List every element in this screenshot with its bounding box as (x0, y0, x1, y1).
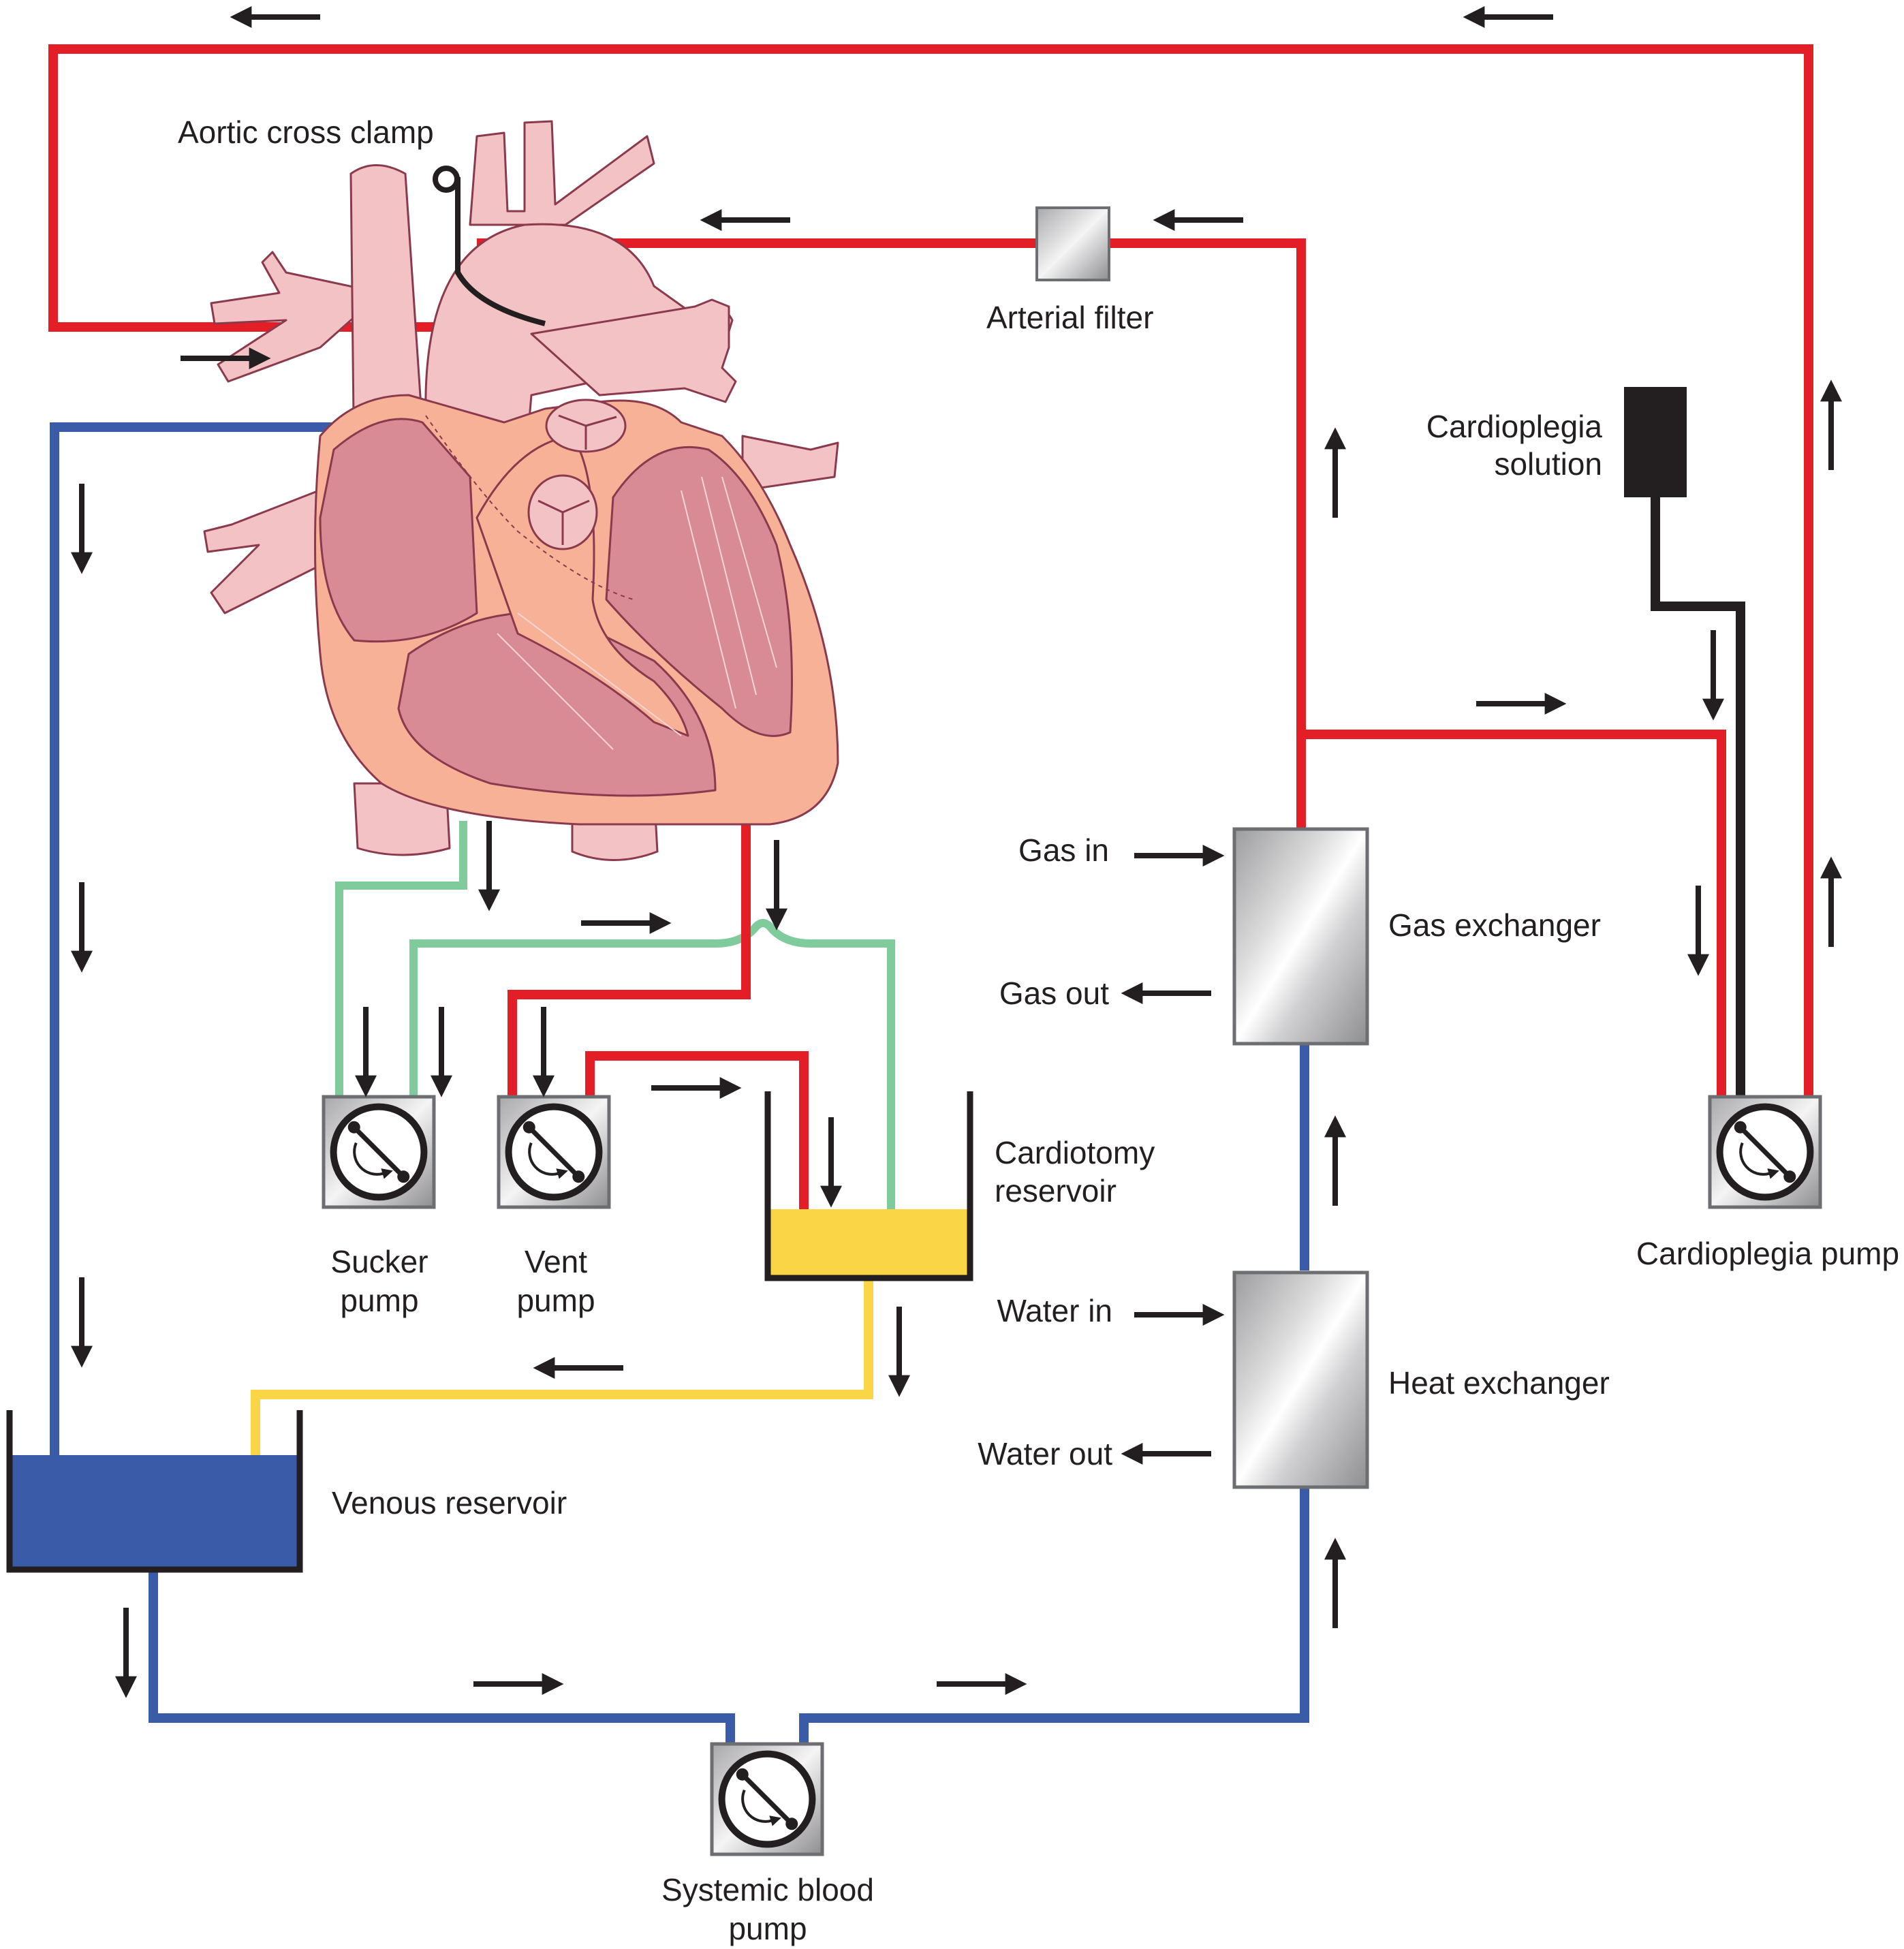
label-water-in: Water in (997, 1293, 1112, 1328)
clamp-ring (433, 166, 460, 193)
label-gas-in: Gas in (1018, 832, 1109, 868)
label-aortic-cross-clamp: Aortic cross clamp (178, 114, 434, 150)
chordae-tendineae (497, 476, 777, 750)
venous-reservoir-walls (6, 1410, 303, 1573)
cardioplegia-solution-line (1651, 490, 1745, 1097)
label-cardioplegia-solution-1: Cardioplegia (1426, 409, 1603, 444)
vent-pump-roller (572, 1170, 585, 1183)
vent-pump (497, 1095, 611, 1209)
flow-arrows (71, 6, 1842, 1698)
cardioplegia-pump (1708, 1095, 1822, 1209)
label-vent-pump-2: pump (516, 1283, 595, 1318)
label-sucker-pump-2: pump (340, 1283, 418, 1318)
aortic-valve-leaflets (537, 499, 590, 545)
cardioplegia-pump-roller (1734, 1121, 1747, 1134)
aortic-arch-branches (469, 120, 655, 226)
vent-pump-rotor-arm (527, 1125, 580, 1179)
vent-line-to-reservoir (585, 1051, 809, 1219)
cardiotomy-reservoir (764, 1091, 973, 1281)
label-cardioplegia-solution-2: solution (1494, 446, 1602, 482)
sucker-line-2 (409, 919, 895, 1219)
conduction-path (425, 415, 634, 600)
pulmonary-valve-leaflets (558, 414, 617, 450)
cardiotomy-return-line (251, 1277, 873, 1465)
sucker-pump (322, 1095, 436, 1209)
venous-reservoir-fluid (10, 1455, 300, 1570)
label-heat-exchanger: Heat exchanger (1388, 1365, 1610, 1401)
vent-pump-roller (522, 1121, 535, 1134)
label-venous-reservoir: Venous reservoir (332, 1485, 567, 1521)
systemic-blood-pump-rotor-arm (740, 1773, 794, 1826)
label-cardiotomy-reservoir-1: Cardiotomy (995, 1135, 1155, 1170)
sucker-line-1 (335, 821, 467, 1097)
heat-exchanger (1232, 1270, 1369, 1489)
label-gas-out: Gas out (999, 976, 1109, 1011)
clamp-jaw (455, 177, 546, 326)
systemic-blood-pump-rotation-arrow (741, 1789, 781, 1826)
venous-reservoir (6, 1410, 303, 1573)
sucker-pump-roller (347, 1121, 360, 1134)
cardiotomy-reservoir-walls (764, 1091, 973, 1281)
systemic-outflow-line (799, 1485, 1309, 1744)
cardioplegia-blood-line (1301, 730, 1726, 1097)
systemic-blood-pump (710, 1742, 824, 1856)
arterial-filter (1035, 206, 1110, 281)
cardioplegia-pump-rotation-arrow (1739, 1142, 1779, 1179)
left-ventricle (605, 446, 793, 737)
vent-line-heart (508, 681, 751, 1097)
label-arterial-filter: Arterial filter (986, 300, 1153, 335)
cardiotomy-reservoir-fluid (768, 1209, 970, 1279)
pulmonary-branch-right (530, 298, 737, 403)
gas-exchanger (1232, 827, 1369, 1046)
label-systemic-blood-pump-1: Systemic blood (661, 1872, 874, 1907)
cardioplegia-delivery-line (48, 44, 1813, 1097)
label-sucker-pump-1: Sucker (330, 1244, 428, 1279)
label-systemic-blood-pump-2: pump (728, 1911, 807, 1946)
sucker-pump-roller (397, 1170, 410, 1183)
systemic-inflow-line (149, 1570, 735, 1744)
sucker-pump-rotation-arrow (353, 1142, 393, 1179)
label-cardiotomy-reservoir-2: reservoir (995, 1173, 1117, 1209)
cardioplegia-solution-bag (1624, 387, 1687, 497)
sucker-pump-rotor-arm (352, 1125, 405, 1179)
systemic-blood-pump-roller (736, 1768, 749, 1781)
label-cardioplegia-pump: Cardioplegia pump (1636, 1236, 1899, 1271)
label-water-out: Water out (978, 1436, 1112, 1471)
vent-pump-rotation-arrow (528, 1142, 568, 1179)
heart-illustration (203, 120, 839, 861)
cardioplegia-pump-roller (1783, 1170, 1796, 1183)
aortic-cross-clamp (433, 166, 546, 326)
label-gas-exchanger: Gas exchanger (1388, 907, 1601, 943)
cardioplegia-pump-rotor-arm (1738, 1125, 1792, 1179)
right-atrium (319, 418, 478, 643)
systemic-blood-pump-roller (785, 1818, 798, 1830)
label-vent-pump-1: Vent (525, 1244, 587, 1279)
arterial-return-line (477, 238, 1306, 828)
